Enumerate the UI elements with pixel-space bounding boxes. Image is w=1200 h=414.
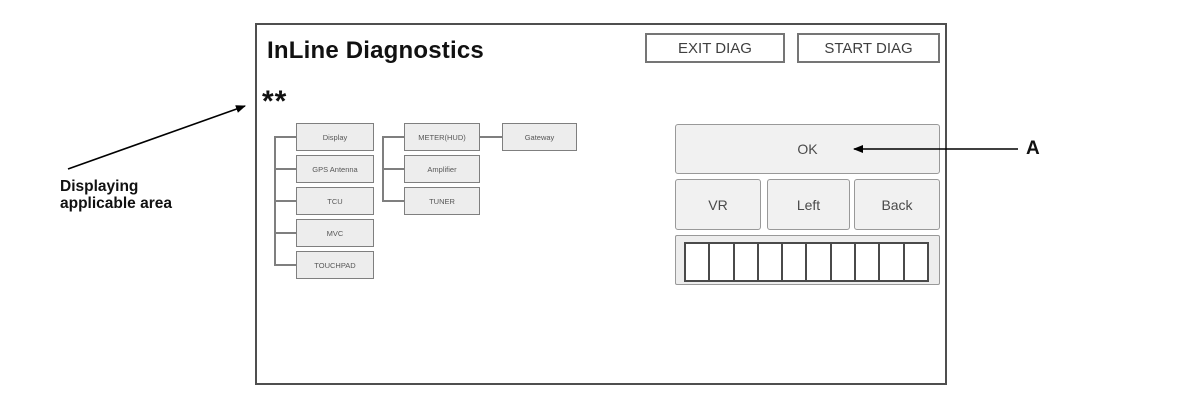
area-note-arrow [67, 105, 246, 170]
note-marker-asterisks: ** [262, 85, 288, 118]
unit-box-gateway[interactable]: Gateway [502, 123, 577, 151]
area-note-label: Displaying applicable area [60, 178, 172, 212]
tree-left-stub-line [274, 136, 296, 138]
segment-display-panel [675, 235, 940, 285]
segment-cell [758, 244, 784, 280]
callout-a-label: A [1026, 138, 1040, 159]
unit-box-tuner[interactable]: TUNER [404, 187, 480, 215]
unit-box-amplifier[interactable]: Amplifier [404, 155, 480, 183]
segment-cell [686, 244, 711, 280]
vr-button[interactable]: VR [675, 179, 761, 230]
unit-box-display[interactable]: Display [296, 123, 374, 151]
page-title: InLine Diagnostics [267, 37, 484, 64]
tree-left-stub-line [274, 264, 296, 266]
back-button[interactable]: Back [854, 179, 940, 230]
segment-cell [783, 244, 808, 280]
area-note-line2: applicable area [60, 195, 173, 212]
area-note-line1: Displaying [60, 178, 139, 195]
segment-cell [856, 244, 881, 280]
unit-box-touchpad[interactable]: TOUCHPAD [296, 251, 374, 279]
start-diag-button[interactable]: START DIAG [797, 33, 940, 63]
segment-cell [734, 244, 759, 280]
segment-cell [807, 244, 832, 280]
left-button[interactable]: Left [767, 179, 850, 230]
segment-cell [904, 244, 927, 280]
tree-left-stub-line [274, 232, 296, 234]
exit-diag-button[interactable]: EXIT DIAG [645, 33, 785, 63]
segment-strip [684, 242, 929, 282]
segment-cell [831, 244, 857, 280]
segment-cell [880, 244, 905, 280]
unit-box-meter-hud[interactable]: METER(HUD) [404, 123, 480, 151]
segment-cell [710, 244, 735, 280]
diagnostics-panel: InLine Diagnostics EXIT DIAG START DIAG … [255, 23, 947, 385]
unit-box-gps-antenna[interactable]: GPS Antenna [296, 155, 374, 183]
unit-box-tcu[interactable]: TCU [296, 187, 374, 215]
tree-left-stub-line [274, 200, 296, 202]
tree-left-stub-line [274, 168, 296, 170]
ok-button[interactable]: OK [675, 124, 940, 174]
tree-mid-stub-line [382, 168, 404, 170]
unit-box-mvc[interactable]: MVC [296, 219, 374, 247]
meter-gateway-connector-line [480, 136, 502, 138]
tree-mid-stub-line [382, 136, 404, 138]
tree-mid-stub-line [382, 200, 404, 202]
